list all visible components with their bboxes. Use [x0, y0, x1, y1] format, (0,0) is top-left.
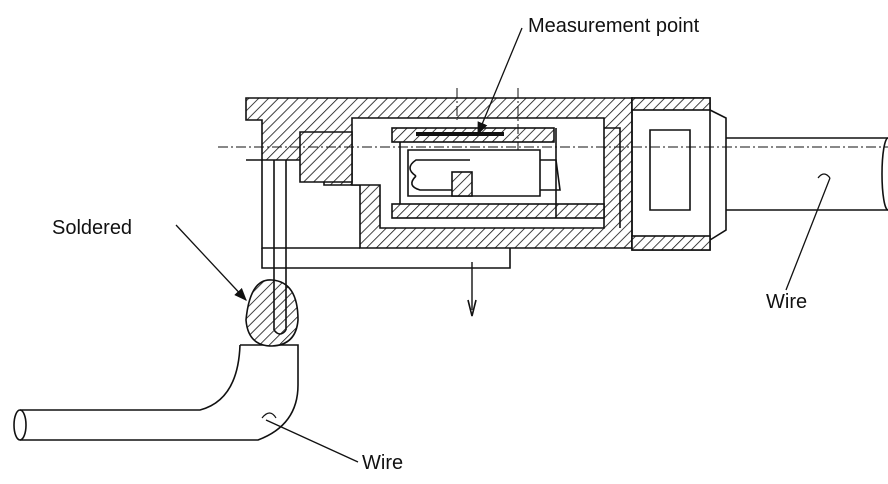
soldered-label: Soldered	[52, 217, 133, 239]
measurement-probe	[467, 262, 477, 317]
contact-assembly	[391, 127, 621, 228]
solder-joint	[245, 279, 299, 347]
rear-boot	[631, 97, 727, 251]
bottom-wire	[13, 344, 299, 441]
center-lines	[218, 88, 888, 150]
wire-label-bottom: Wire	[362, 452, 404, 474]
leader-lines	[175, 27, 831, 463]
measurement-point-label: Measurement point	[528, 15, 700, 37]
connector-housing	[245, 97, 633, 269]
wire-label-right: Wire	[766, 291, 808, 313]
right-wire	[726, 137, 888, 211]
